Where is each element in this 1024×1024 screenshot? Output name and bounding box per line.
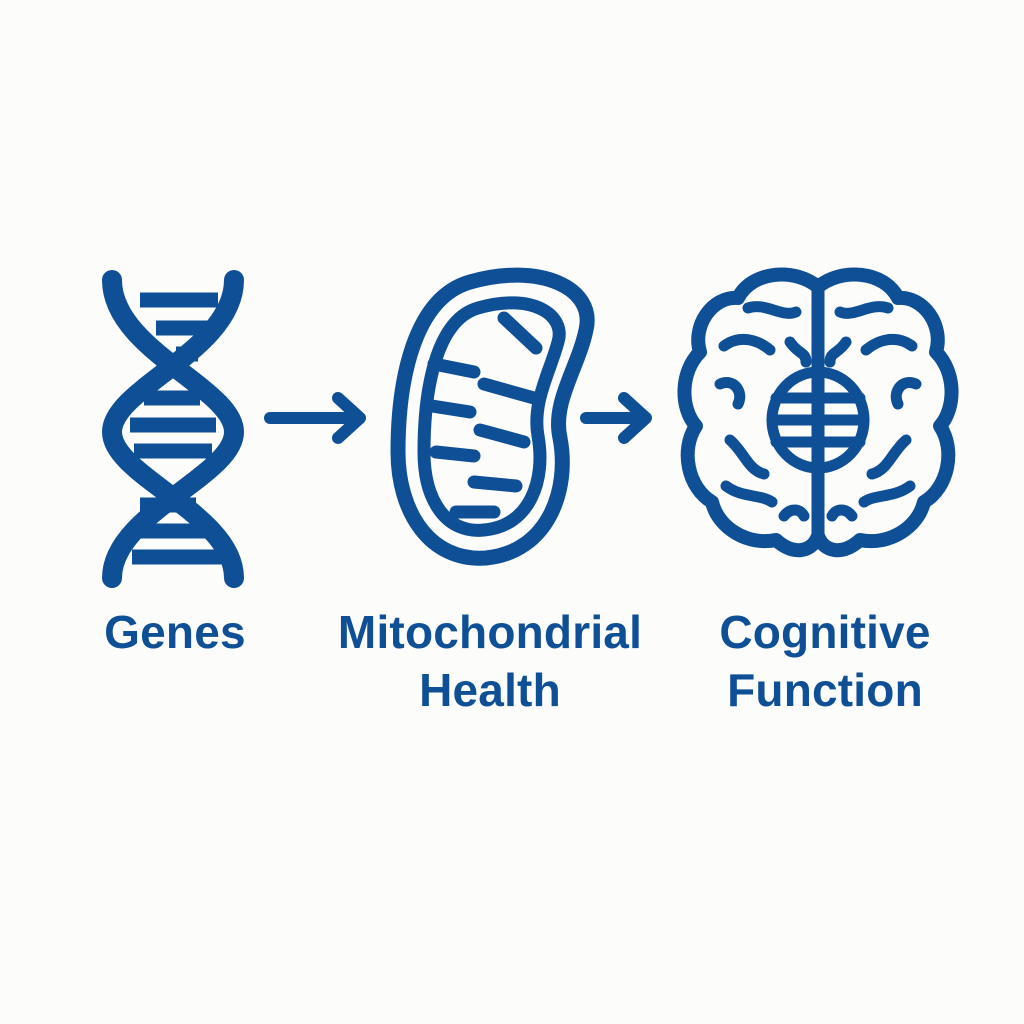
node-label-mitochondrial-health: Mitochondrial Health bbox=[300, 603, 680, 719]
dna-icon bbox=[102, 270, 244, 588]
node-label-line: Mitochondrial bbox=[337, 606, 643, 658]
node-label-line: Health bbox=[419, 664, 561, 716]
node-label-cognitive-function: Cognitive Function bbox=[680, 603, 970, 719]
arrow-right-icon bbox=[264, 392, 366, 444]
node-label-line: Cognitive bbox=[719, 606, 931, 658]
brain-icon bbox=[677, 267, 959, 557]
arrow-right-icon bbox=[580, 392, 652, 444]
node-label-line: Genes bbox=[104, 606, 246, 658]
node-label-genes: Genes bbox=[60, 603, 290, 661]
node-label-line: Function bbox=[727, 664, 923, 716]
mitochondrion-icon bbox=[390, 267, 595, 566]
